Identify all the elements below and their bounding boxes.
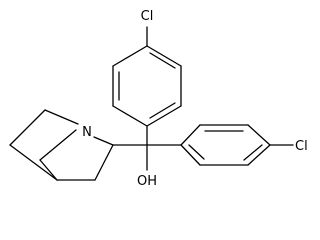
bond-ring2-a: [180, 124, 201, 146]
carbinol-center: [112, 125, 182, 171]
bond-c2-c3: [94, 144, 114, 181]
bond-ring1-double-1: [149, 52, 176, 69]
quinuclidine-cage: [9, 109, 114, 181]
structure-diagram: Cl Cl N OH: [9, 9, 308, 189]
bond-ring2-double-3: [188, 144, 205, 160]
bond-ring2-c: [247, 124, 271, 146]
bond-n-c6: [44, 109, 79, 125]
top-chlorophenyl-ring: [112, 26, 182, 127]
bond-ring1-d: [112, 105, 148, 127]
atom-label-cl-right: Cl: [295, 139, 308, 154]
bond-ring2-d: [247, 144, 271, 166]
bond-ring1-a: [146, 45, 182, 67]
right-chlorophenyl-ring: [180, 124, 294, 166]
bond-ring1-f: [112, 45, 148, 67]
atom-label-oh: OH: [137, 174, 157, 189]
bond-c5a-n: [39, 129, 77, 161]
bond-ring2-f: [180, 144, 201, 166]
atom-labels: Cl Cl N OH: [82, 9, 308, 189]
bond-c4-c5a: [39, 159, 58, 181]
bond-ring1-c: [146, 105, 182, 127]
bond-c7-c4: [9, 144, 58, 181]
bond-c6-c7: [9, 109, 46, 146]
atom-label-n: N: [82, 125, 92, 140]
bond-n-c2: [93, 136, 114, 146]
atom-label-cl-top: Cl: [141, 9, 154, 24]
bond-ring2-double-2: [243, 144, 263, 161]
bond-ring1-double-2: [149, 102, 176, 119]
